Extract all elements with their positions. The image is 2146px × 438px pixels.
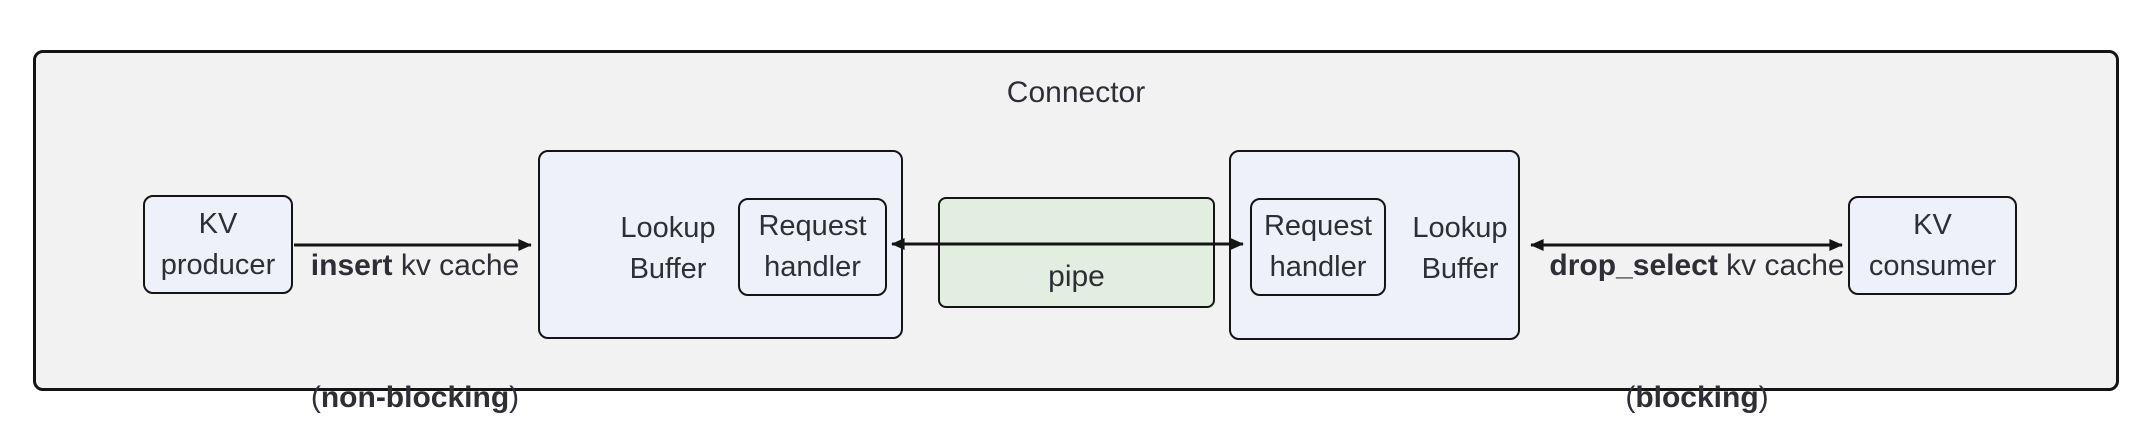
node-label-line: Buffer [629,253,707,285]
node-label-line: Lookup [1412,212,1508,244]
edge-drop-select-label-line1: drop_select kv cache [1549,249,1845,282]
node-kv-consumer: KV consumer [1848,196,2017,295]
node-label-line: handler [1269,251,1367,283]
node-label-line: KV [1913,208,1952,241]
node-request-handler-right: Request handler [1250,198,1386,296]
edge-drop-select-label-line2: (blocking) [1625,381,1769,414]
edge-insert-label-line2: (non-blocking) [310,381,520,414]
connector-title: Connector [1006,76,1146,109]
node-request-handler-left: Request handler [738,198,887,296]
edge-drop-select-label: drop_select kv cache (blocking) [1549,156,1844,438]
node-kv-producer: KV producer [143,195,293,294]
node-label-line: Request [1263,210,1372,242]
node-label-line: consumer [1868,249,1997,282]
node-label-line: KV [198,207,238,240]
node-label-line: Buffer [1421,253,1499,285]
lookup-buffer-right-label: Lookup Buffer [1412,208,1507,290]
node-label-line: Lookup [620,212,716,244]
node-lookup-buffer-right: Request handler Lookup Buffer [1229,150,1520,340]
lookup-buffer-left-label: Lookup Buffer [620,208,715,290]
node-label-line: handler [764,251,861,283]
node-pipe: pipe [938,197,1215,308]
node-label-line: Request [758,210,867,242]
edge-insert-label: insert kv cache (non-blocking) [311,156,519,438]
node-label-line: producer [160,248,276,281]
edge-insert-label-line1: insert kv cache [310,249,520,282]
node-lookup-buffer-left: Lookup Buffer Request handler [538,150,903,339]
pipe-label: pipe [1048,260,1105,293]
